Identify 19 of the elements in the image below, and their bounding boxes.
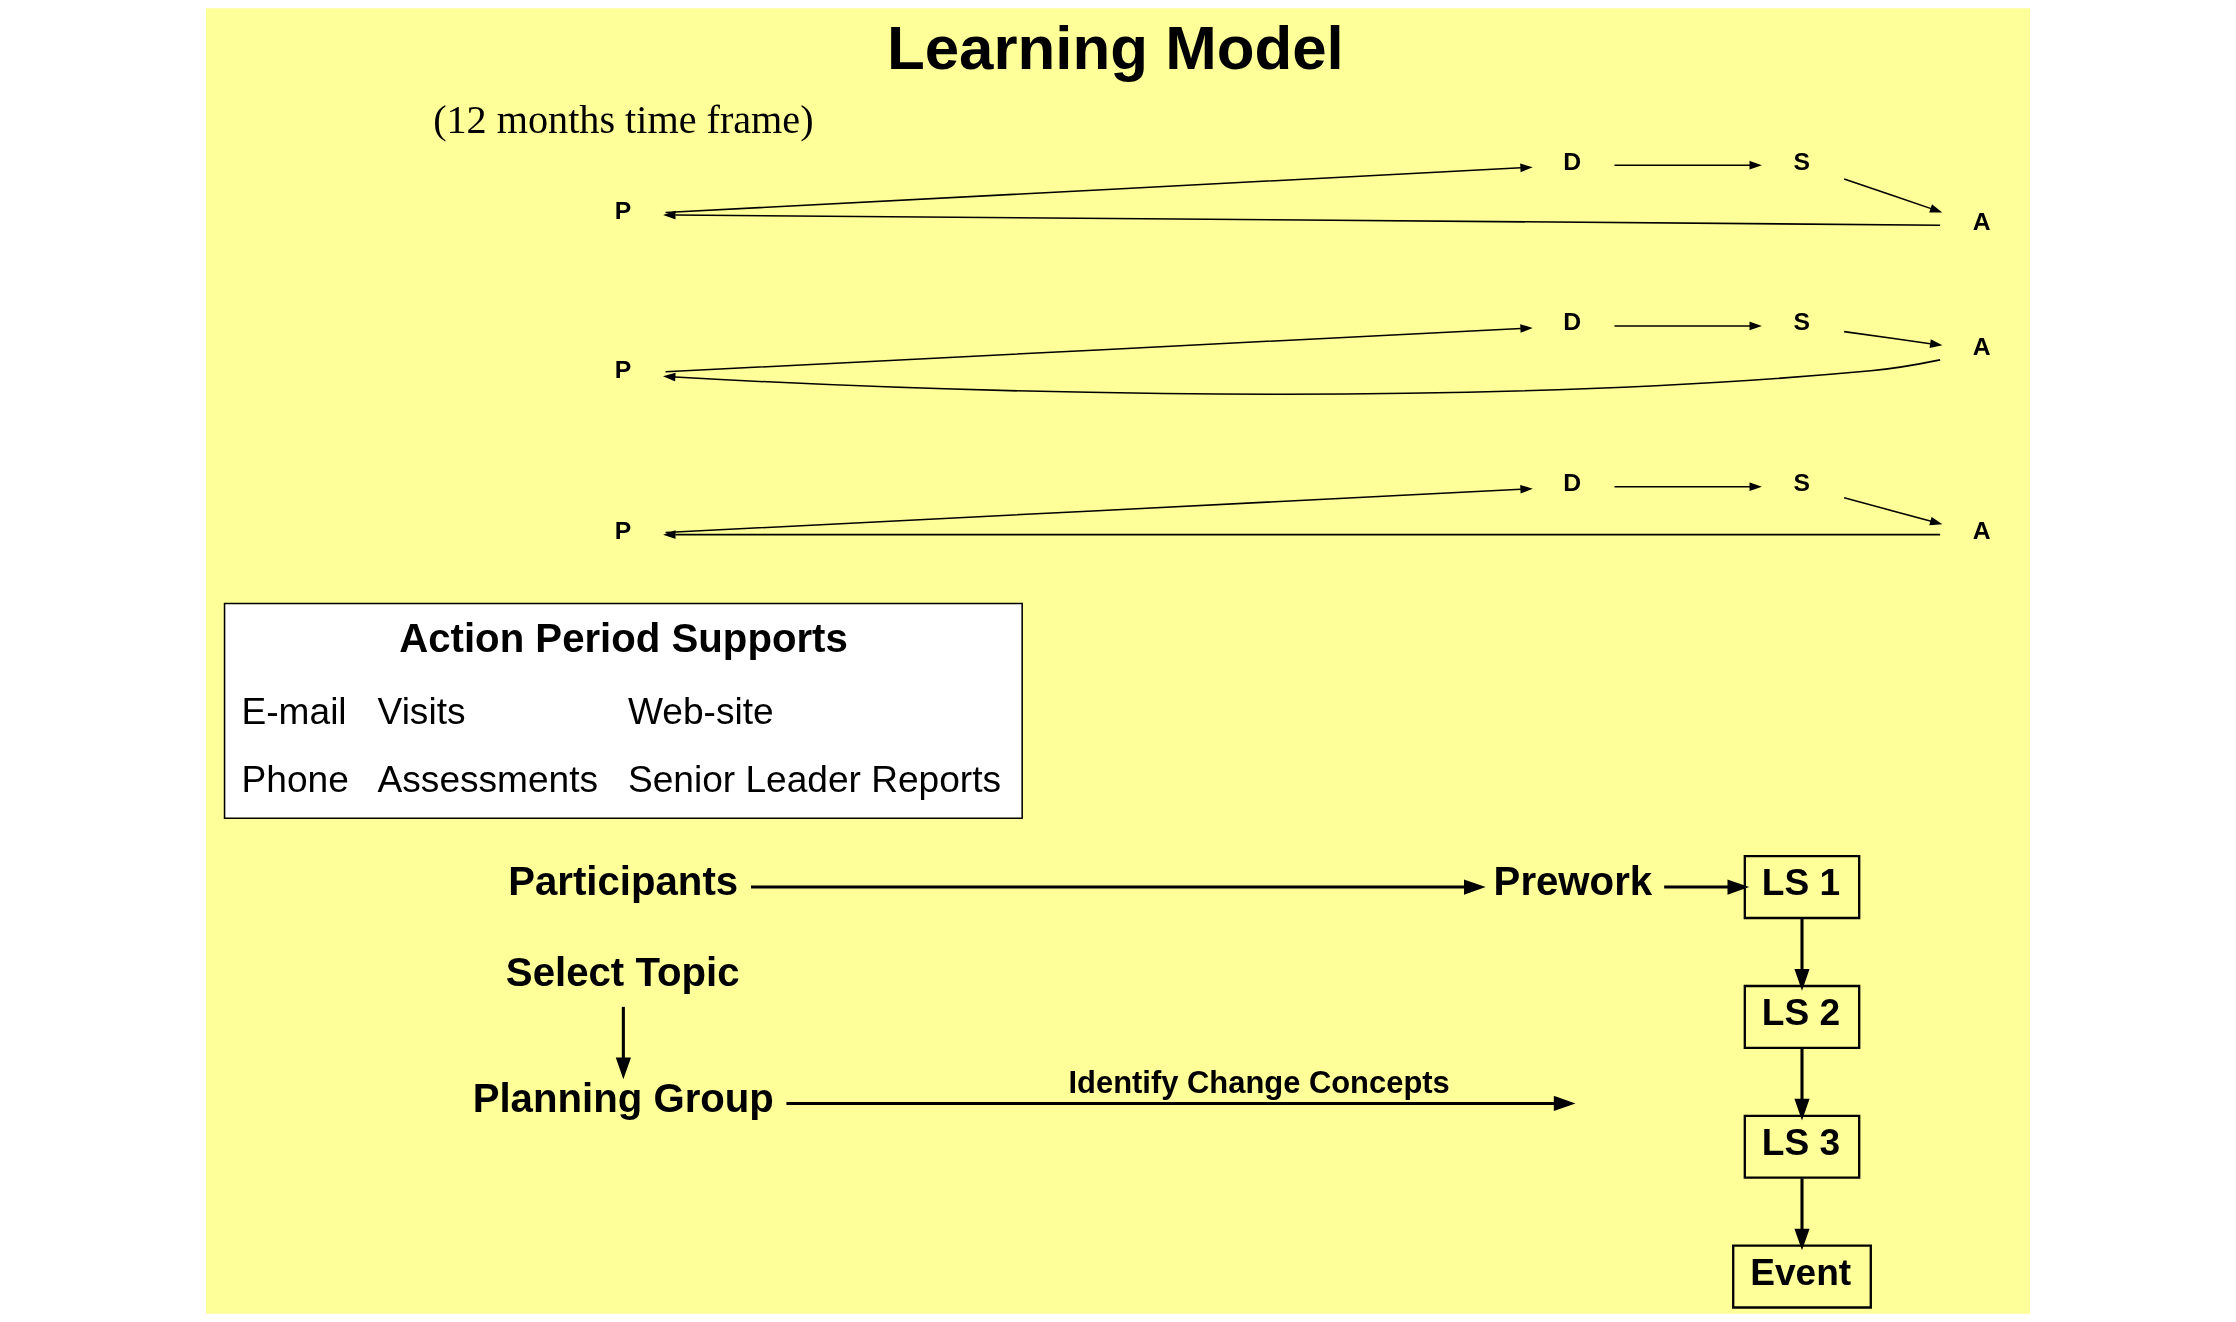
node-text: S bbox=[1793, 308, 1810, 336]
node-text: D bbox=[1563, 147, 1582, 175]
node-text: S bbox=[1793, 469, 1810, 497]
node-text: A bbox=[1972, 516, 1991, 544]
label: (12 months time frame) bbox=[433, 97, 814, 143]
node-text: P bbox=[614, 516, 632, 544]
node-text: D bbox=[1563, 469, 1582, 497]
node-text: P bbox=[614, 196, 632, 224]
node-text: Prework bbox=[1493, 859, 1653, 905]
node-text: Select Topic bbox=[505, 950, 740, 996]
edge-label: Identify Change Concepts bbox=[1068, 1064, 1450, 1100]
node-text: P bbox=[614, 356, 632, 384]
node-text: Participants bbox=[508, 859, 739, 905]
diagram-title: Learning Model bbox=[886, 12, 1344, 82]
node-text: A bbox=[1972, 207, 1991, 235]
node-text: S bbox=[1793, 147, 1810, 175]
node-text: D bbox=[1563, 308, 1582, 336]
node-text: Planning Group bbox=[472, 1075, 774, 1121]
node-text: A bbox=[1972, 333, 1991, 361]
